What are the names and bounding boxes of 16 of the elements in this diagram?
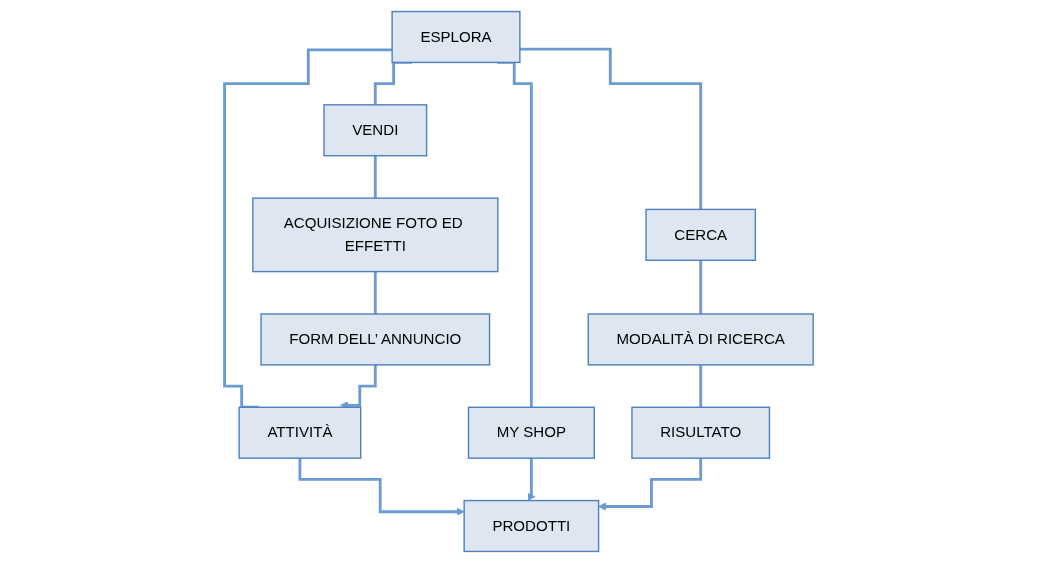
node-box: FORM DELL’ ANNUNCIO bbox=[260, 313, 491, 366]
node-box: PRODOTTI bbox=[463, 499, 600, 553]
node-box: ATTIVITÀ bbox=[238, 406, 362, 459]
node-box: RISULTATO bbox=[631, 406, 771, 459]
arrow bbox=[340, 363, 377, 410]
connector bbox=[374, 154, 377, 200]
node-box: MODALITÀ DI RICERCA bbox=[587, 313, 814, 366]
node-box: ESPLORA bbox=[391, 10, 521, 64]
node-box: VENDI bbox=[323, 104, 428, 157]
node-box: ACQUISIZIONE FOTO ED EFFETTI bbox=[252, 197, 499, 273]
node-box: CERCA bbox=[645, 208, 757, 261]
connector bbox=[374, 270, 377, 316]
connector bbox=[520, 47, 703, 211]
connector bbox=[699, 363, 703, 409]
connector bbox=[223, 48, 393, 409]
node-box: MY SHOP bbox=[467, 406, 596, 459]
